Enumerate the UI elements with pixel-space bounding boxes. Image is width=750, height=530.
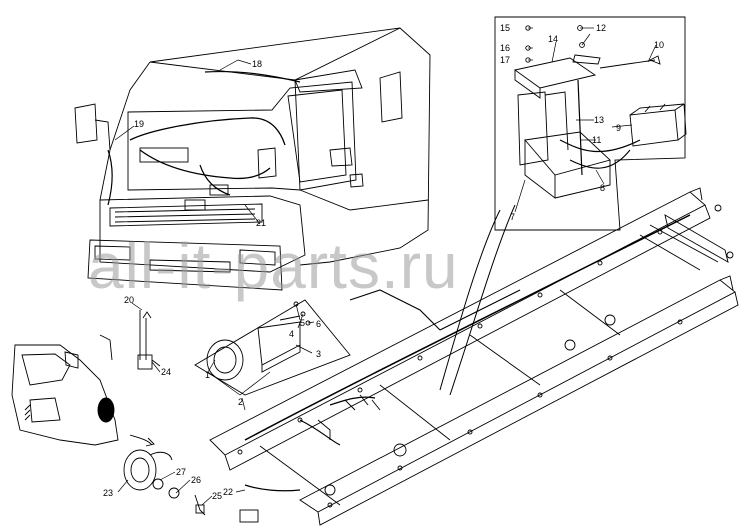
callout-10: 10 bbox=[654, 40, 664, 50]
callout-7: 7 bbox=[510, 212, 515, 222]
callout-18: 18 bbox=[252, 59, 262, 69]
callout-6: 6 bbox=[316, 319, 321, 329]
callout-23: 23 bbox=[103, 488, 113, 498]
callout-8: 8 bbox=[600, 183, 605, 193]
callout-20: 20 bbox=[124, 295, 134, 305]
callout-21: 21 bbox=[256, 218, 266, 228]
callout-1: 1 bbox=[205, 370, 210, 380]
battery-box-panel bbox=[494, 16, 687, 231]
callout-13: 13 bbox=[594, 115, 604, 125]
callout-12: 12 bbox=[596, 23, 606, 33]
callout-11: 11 bbox=[592, 135, 601, 145]
callout-16: 16 bbox=[500, 43, 510, 53]
callout-2: 2 bbox=[238, 397, 243, 407]
callout-5: 5 bbox=[300, 318, 305, 328]
fender-speaker-detail bbox=[11, 310, 206, 516]
callout-labels: 1 2 3 4 5 6 7 8 9 10 11 12 13 14 15 16 1… bbox=[103, 23, 664, 501]
callout-9: 9 bbox=[616, 123, 621, 133]
callout-19: 19 bbox=[134, 119, 144, 129]
callout-24: 24 bbox=[161, 367, 171, 377]
callout-26: 26 bbox=[191, 475, 201, 485]
horn-bracket-detail bbox=[194, 299, 351, 396]
callout-15: 15 bbox=[500, 23, 510, 33]
callout-leader-lines bbox=[114, 27, 657, 506]
watermark-text: all-it-parts.ru bbox=[88, 230, 459, 302]
callout-3: 3 bbox=[316, 349, 321, 359]
callout-22: 22 bbox=[223, 487, 233, 497]
callout-17: 17 bbox=[500, 55, 510, 65]
callout-25: 25 bbox=[212, 491, 222, 501]
callout-14: 14 bbox=[548, 34, 558, 44]
callout-27: 27 bbox=[176, 467, 186, 477]
callout-4: 4 bbox=[289, 329, 294, 339]
chassis-frame bbox=[209, 187, 739, 526]
truck-cab bbox=[74, 27, 431, 291]
